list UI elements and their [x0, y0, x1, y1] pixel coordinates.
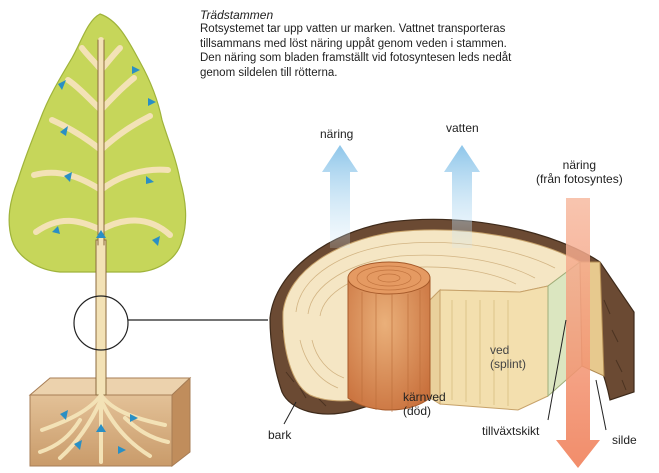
- label-karnved-line1: kärnved: [403, 390, 446, 404]
- label-ved-line2: (splint): [490, 357, 526, 371]
- label-tillvaxtskikt: tillväxtskikt: [482, 424, 539, 438]
- label-bark: bark: [268, 428, 291, 442]
- label-ved-line1: ved: [490, 343, 526, 357]
- label-naring-down-line1: näring: [536, 158, 623, 172]
- label-karnved-line2: (död): [403, 404, 446, 418]
- soil-block: [30, 378, 190, 466]
- description-line: Rotsystemet tar upp vatten ur marken. Va…: [200, 22, 600, 37]
- description-line: genom sildelen till rötterna.: [200, 66, 600, 81]
- tree-trunk: [96, 240, 106, 395]
- tree-illustration: [9, 14, 268, 466]
- diagram-description: Rotsystemet tar upp vatten ur marken. Va…: [200, 22, 600, 80]
- label-naring-down-line2: (från fotosyntes): [536, 172, 623, 186]
- label-naring-down: näring (från fotosyntes): [536, 158, 623, 186]
- label-naring-up: näring: [320, 127, 353, 141]
- diagram-title: Trädstammen: [200, 8, 273, 22]
- label-ved: ved (splint): [490, 343, 526, 371]
- description-line: tillsammans med löst näring uppåt genom …: [200, 37, 600, 52]
- label-silde: silde: [612, 433, 637, 447]
- label-vatten-up: vatten: [446, 121, 479, 135]
- description-line: Den näring som bladen framställt vid fot…: [200, 51, 600, 66]
- label-karnved: kärnved (död): [403, 390, 446, 418]
